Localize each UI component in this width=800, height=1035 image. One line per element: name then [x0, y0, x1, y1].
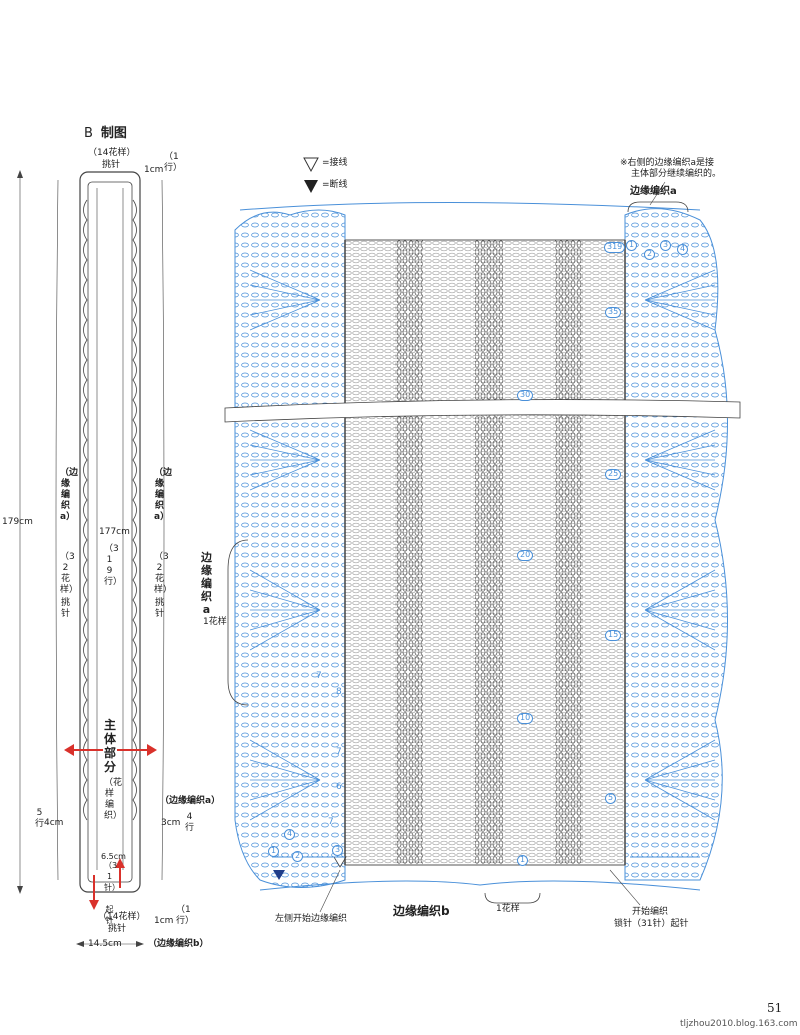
diagram-left-start: 左侧开始边缘编织	[275, 914, 348, 924]
diagram-start-line2: 锁针（31针）起针	[614, 919, 689, 929]
edge-a-row-4: 4	[677, 244, 689, 255]
figure-letter: B	[84, 126, 93, 141]
row-number-15: 15	[605, 630, 622, 641]
side-count-7c: 7	[328, 817, 334, 827]
side-count-8: 8	[336, 687, 342, 697]
edge-a-row-1: 1	[626, 240, 638, 251]
schematic-main-pattern: （花样编织）	[104, 778, 123, 821]
edge-left-row-4: 4	[284, 829, 296, 840]
schematic-edge-a-right-pick: 挑针	[154, 598, 164, 619]
schematic-center-rows: （319行）	[104, 544, 123, 587]
schematic-bottom-pick: 挑针	[108, 924, 127, 934]
schematic-bottom-count: （14花样）	[98, 912, 146, 922]
diagram-one-pattern-bottom: 1花样	[496, 904, 520, 914]
legend-join: =接线	[322, 158, 348, 169]
stitch-diagram	[224, 157, 741, 913]
schematic-edge-a-left-pick: 挑针	[60, 598, 70, 619]
legend-cut-text: =断线	[322, 180, 348, 190]
edge-left-row-1: 1	[268, 846, 280, 857]
schematic-center-177: 177cm	[99, 527, 130, 537]
row-number-5: 5	[605, 793, 617, 804]
row-number-319: 319	[604, 242, 626, 253]
diagram-edge-a-side: 边缘编织a	[201, 551, 212, 616]
schematic-width-145: 14.5cm	[88, 939, 122, 949]
schematic-edge-b-label: （边缘编织b）	[148, 939, 209, 949]
schematic-top-pick: 挑针	[102, 160, 121, 170]
schematic-bottom-1cm: 1cm	[154, 916, 174, 926]
schematic-bottom-start: 起针	[105, 905, 114, 925]
edge-left-row-3: 3	[332, 845, 344, 856]
schematic-top-1cm: 1cm	[144, 165, 164, 175]
schematic-top-1row: （1行）	[164, 152, 183, 173]
row-number-1: 1	[517, 855, 529, 866]
side-count-7a: 7	[316, 671, 322, 681]
schematic-top-count: （14花样）	[88, 148, 136, 158]
side-count-7b: 7	[336, 747, 342, 757]
site-watermark: tljzhou2010.blog.163.com	[680, 1019, 798, 1029]
schematic-right-3cm: 3cm	[161, 818, 181, 828]
diagram-edge-b: 边缘编织b	[393, 904, 450, 918]
edge-a-row-3: 3	[660, 240, 672, 251]
diagram-one-pattern-side: 1花样	[203, 617, 227, 627]
row-number-35: 35	[605, 307, 622, 318]
legend-cut: =断线	[322, 180, 348, 191]
schematic-height-179: 179cm	[2, 517, 33, 527]
schematic-outline	[17, 170, 165, 947]
schematic-bottom-31: （31针）	[104, 861, 120, 892]
page-number: 51	[767, 1001, 783, 1015]
diagram-start-line1: 开始编织	[632, 907, 669, 917]
edge-a-row-2: 2	[644, 249, 656, 260]
schematic-main-part: 主体部分	[103, 718, 117, 774]
schematic-edge-a-left: （边缘编织a）	[60, 468, 79, 522]
row-number-10: 10	[517, 713, 534, 724]
schematic-edge-a-label: （边缘编织a）	[160, 796, 221, 806]
diagram-edge-a-top: 边缘编织a	[630, 186, 677, 197]
schematic-arrows	[64, 744, 157, 910]
schematic-bottom-65: 6.5cm	[101, 852, 126, 861]
schematic-edge-a-right: （边缘编织a）	[154, 468, 173, 522]
schematic-edge-a-left-count: （32花样）	[60, 552, 79, 595]
legend-join-text: =接线	[322, 158, 348, 168]
edge-left-row-2: 2	[292, 851, 304, 862]
figure-title-text: 制图	[100, 126, 127, 141]
row-number-30: 30	[517, 390, 534, 401]
schematic-edge-a-right-count: （32花样）	[154, 552, 173, 595]
note-line1: ※右侧的边缘编织a是接	[620, 158, 715, 168]
note-line2: 主体部分继续编织的。	[631, 169, 722, 179]
row-number-25: 25	[605, 469, 622, 480]
schematic-bottom-1row: （1行）	[176, 905, 195, 926]
schematic-left-5row: 5行	[34, 808, 44, 829]
row-number-20: 20	[517, 550, 534, 561]
side-count-6: 6	[336, 782, 342, 792]
figure-title: B 制图	[84, 122, 127, 141]
schematic-left-4cm: 4cm	[44, 818, 64, 828]
schematic-right-4row: 4行	[184, 812, 194, 833]
